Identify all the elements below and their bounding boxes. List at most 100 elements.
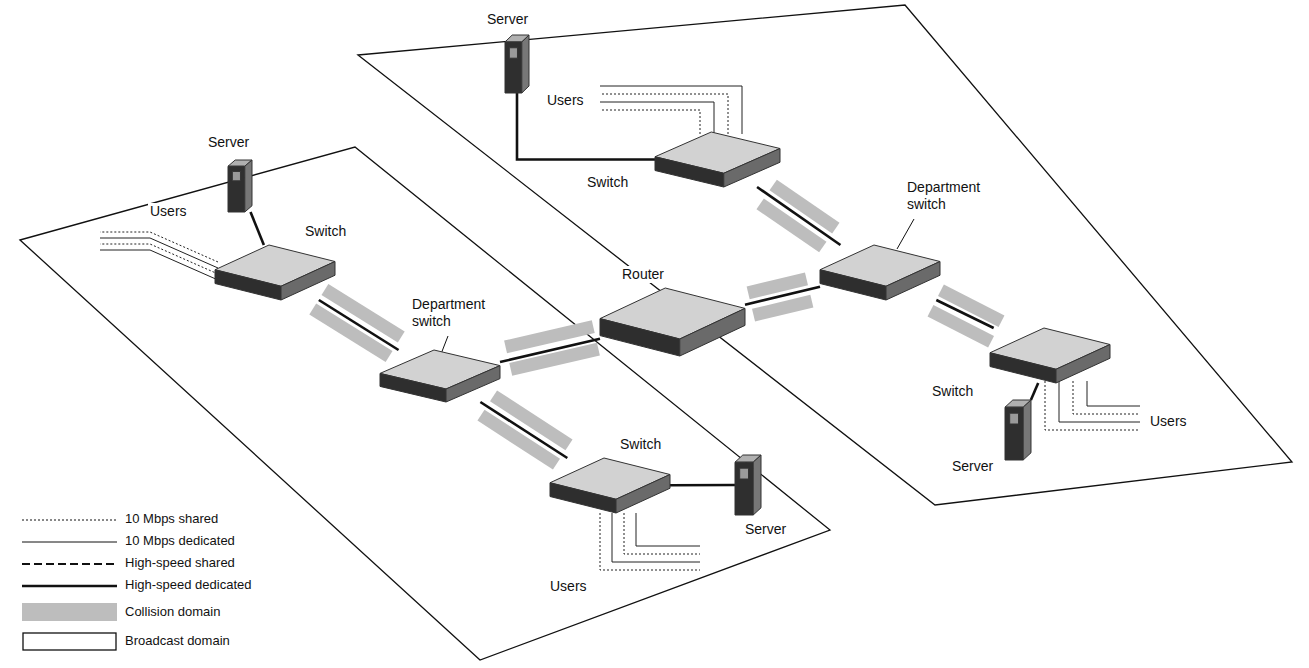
switch: Switch — [990, 328, 1110, 383]
device-face — [680, 308, 745, 356]
collision-domain-band — [747, 272, 808, 299]
legend-sample — [22, 532, 117, 552]
high-speed-link — [757, 187, 840, 245]
device-face — [281, 262, 335, 301]
device-face — [1005, 407, 1023, 460]
server-tower: Server — [735, 455, 761, 515]
high-speed-link — [670, 484, 735, 487]
device-face — [724, 149, 780, 188]
device-face — [990, 353, 1056, 383]
user-line — [100, 244, 218, 274]
legend-line — [22, 585, 117, 588]
device-face — [232, 171, 240, 180]
server-tower: Server — [505, 35, 529, 93]
switch: Department switch — [380, 350, 500, 402]
switch: Switch — [655, 132, 780, 187]
legend-text: Broadcast domain — [125, 633, 230, 649]
legend-text: 10 Mbps dedicated — [125, 533, 235, 549]
device-face — [550, 483, 616, 513]
user-line — [624, 513, 700, 554]
device-face — [446, 366, 500, 402]
leader-line — [441, 336, 448, 354]
server-tower-graphic — [735, 455, 761, 515]
device-face — [1010, 413, 1019, 424]
server-tower-label: Server — [743, 521, 788, 538]
broadcast-domain-outline — [20, 147, 830, 660]
legend-sample — [22, 554, 117, 574]
legend-line — [22, 520, 117, 521]
user-line — [612, 513, 700, 562]
legend-sample — [22, 510, 117, 530]
legend-row: Collision domain — [22, 603, 322, 623]
server-tower-label: Server — [950, 458, 995, 475]
server-tower-graphic — [1005, 400, 1031, 460]
device-face — [505, 42, 522, 93]
user-line — [100, 232, 218, 262]
device-face — [655, 157, 724, 187]
device-face — [215, 270, 281, 300]
router-graphic — [600, 288, 745, 356]
device-face — [1056, 345, 1110, 384]
server-tower: Server — [1005, 400, 1031, 460]
server-tower: Server — [228, 160, 252, 212]
high-speed-link — [500, 339, 600, 362]
server-tower-graphic — [228, 160, 252, 212]
high-speed-link — [745, 287, 820, 305]
switch-label: Switch — [585, 174, 630, 191]
legend-text: Collision domain — [125, 604, 220, 620]
switch-label: Switch — [303, 223, 348, 240]
leader-line — [897, 219, 914, 249]
switch-label: Department switch — [905, 179, 993, 213]
legend-row: High-speed dedicated — [22, 576, 322, 596]
switch-graphic — [990, 328, 1110, 383]
high-speed-link — [936, 300, 993, 328]
legend-text: High-speed shared — [125, 555, 235, 571]
switch-label: Switch — [618, 436, 663, 453]
switch-graphic — [550, 458, 670, 513]
device-face — [1023, 400, 1031, 460]
high-speed-link — [517, 93, 655, 160]
device-face — [228, 166, 245, 212]
legend-row: Broadcast domain — [22, 632, 322, 652]
device-face — [820, 270, 886, 300]
legend-swatch — [22, 603, 117, 621]
router: Router — [600, 288, 745, 356]
high-speed-link — [1031, 383, 1038, 400]
high-speed-link — [319, 300, 399, 350]
user-line — [600, 513, 700, 570]
switch-graphic — [655, 132, 780, 187]
switch-graphic — [820, 245, 940, 300]
collision-domain-band — [756, 199, 826, 253]
user-line — [600, 102, 714, 134]
server-tower-label: Server — [206, 134, 251, 151]
legend-text: 10 Mbps shared — [125, 511, 218, 527]
user-line — [1045, 381, 1140, 430]
legend-sample — [22, 632, 117, 652]
legend-line — [22, 542, 117, 543]
server-tower-label: Server — [485, 11, 530, 28]
collision-domain-band — [477, 410, 560, 470]
legend-row: High-speed shared — [22, 554, 322, 574]
legend-text: High-speed dedicated — [125, 577, 251, 593]
user-line — [1087, 381, 1140, 406]
switch-graphic — [380, 350, 500, 402]
high-speed-link — [251, 212, 264, 245]
device-face — [740, 468, 749, 479]
user-line — [600, 86, 742, 134]
device-face — [522, 35, 529, 93]
users-label: Users — [548, 578, 589, 595]
legend-line — [22, 563, 117, 565]
switch: Department switch — [820, 245, 940, 300]
high-speed-link — [480, 402, 567, 458]
user-line — [600, 110, 700, 134]
legend-row: 10 Mbps dedicated — [22, 532, 322, 552]
device-face — [509, 48, 517, 58]
legend-sample — [22, 576, 117, 596]
user-line — [636, 513, 700, 546]
collision-domain-band — [509, 343, 600, 376]
router-label: Router — [620, 266, 666, 283]
broadcast-domain-outline — [358, 5, 1292, 505]
switch: Switch — [215, 245, 335, 300]
switch-label: Switch — [930, 383, 975, 400]
legend-row: 10 Mbps shared — [22, 510, 322, 530]
